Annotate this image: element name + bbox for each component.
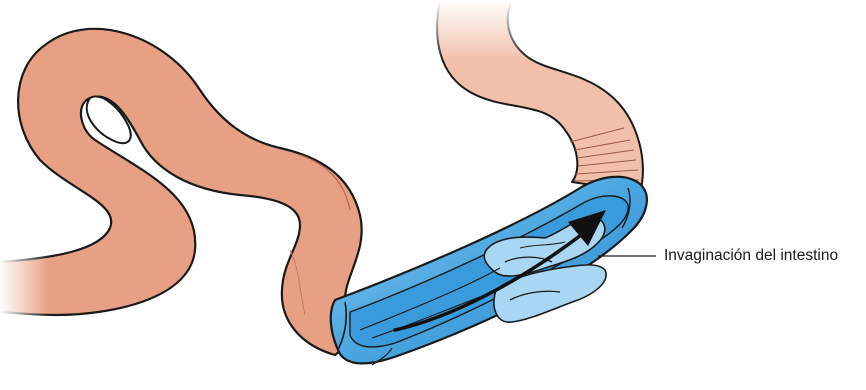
intestine-loop [0,29,362,355]
intestine-distal [430,0,650,192]
intussusception-sleeve [331,177,647,365]
annotation-label: Invaginación del intestino [664,247,838,265]
